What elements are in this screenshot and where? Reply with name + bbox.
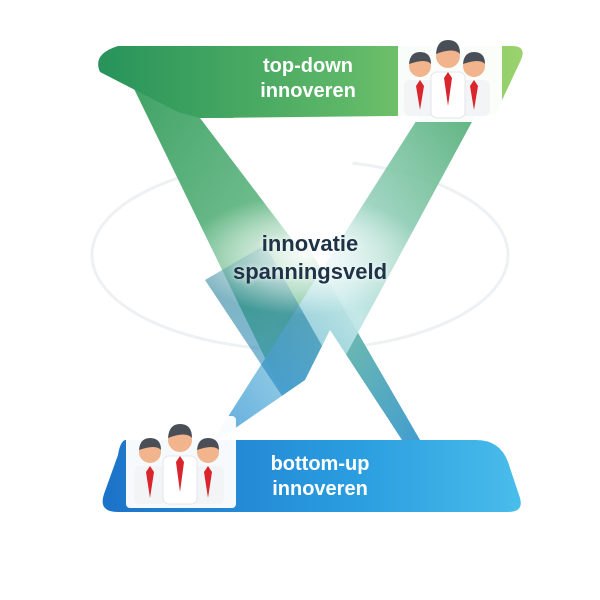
top-down-label: top-down innoveren <box>200 54 416 104</box>
business-people-group-icon <box>398 30 502 122</box>
bottom-up-label: bottom-up innoveren <box>212 452 428 502</box>
center-label: innovatie spanningsveld <box>185 230 435 285</box>
center-label-line1: innovatie <box>261 231 359 256</box>
top-down-label-line2: innoveren <box>260 80 356 102</box>
top-opening <box>200 118 380 250</box>
business-people-group-icon <box>126 416 236 508</box>
center-glow <box>185 195 425 315</box>
center-label-line2: spanningsveld <box>232 258 388 284</box>
bottom-up-label-line2: innoveren <box>272 478 368 500</box>
bottom-opening <box>218 330 402 440</box>
top-down-label-line1: top-down <box>263 55 353 77</box>
bottom-up-label-line1: bottom-up <box>270 453 370 475</box>
